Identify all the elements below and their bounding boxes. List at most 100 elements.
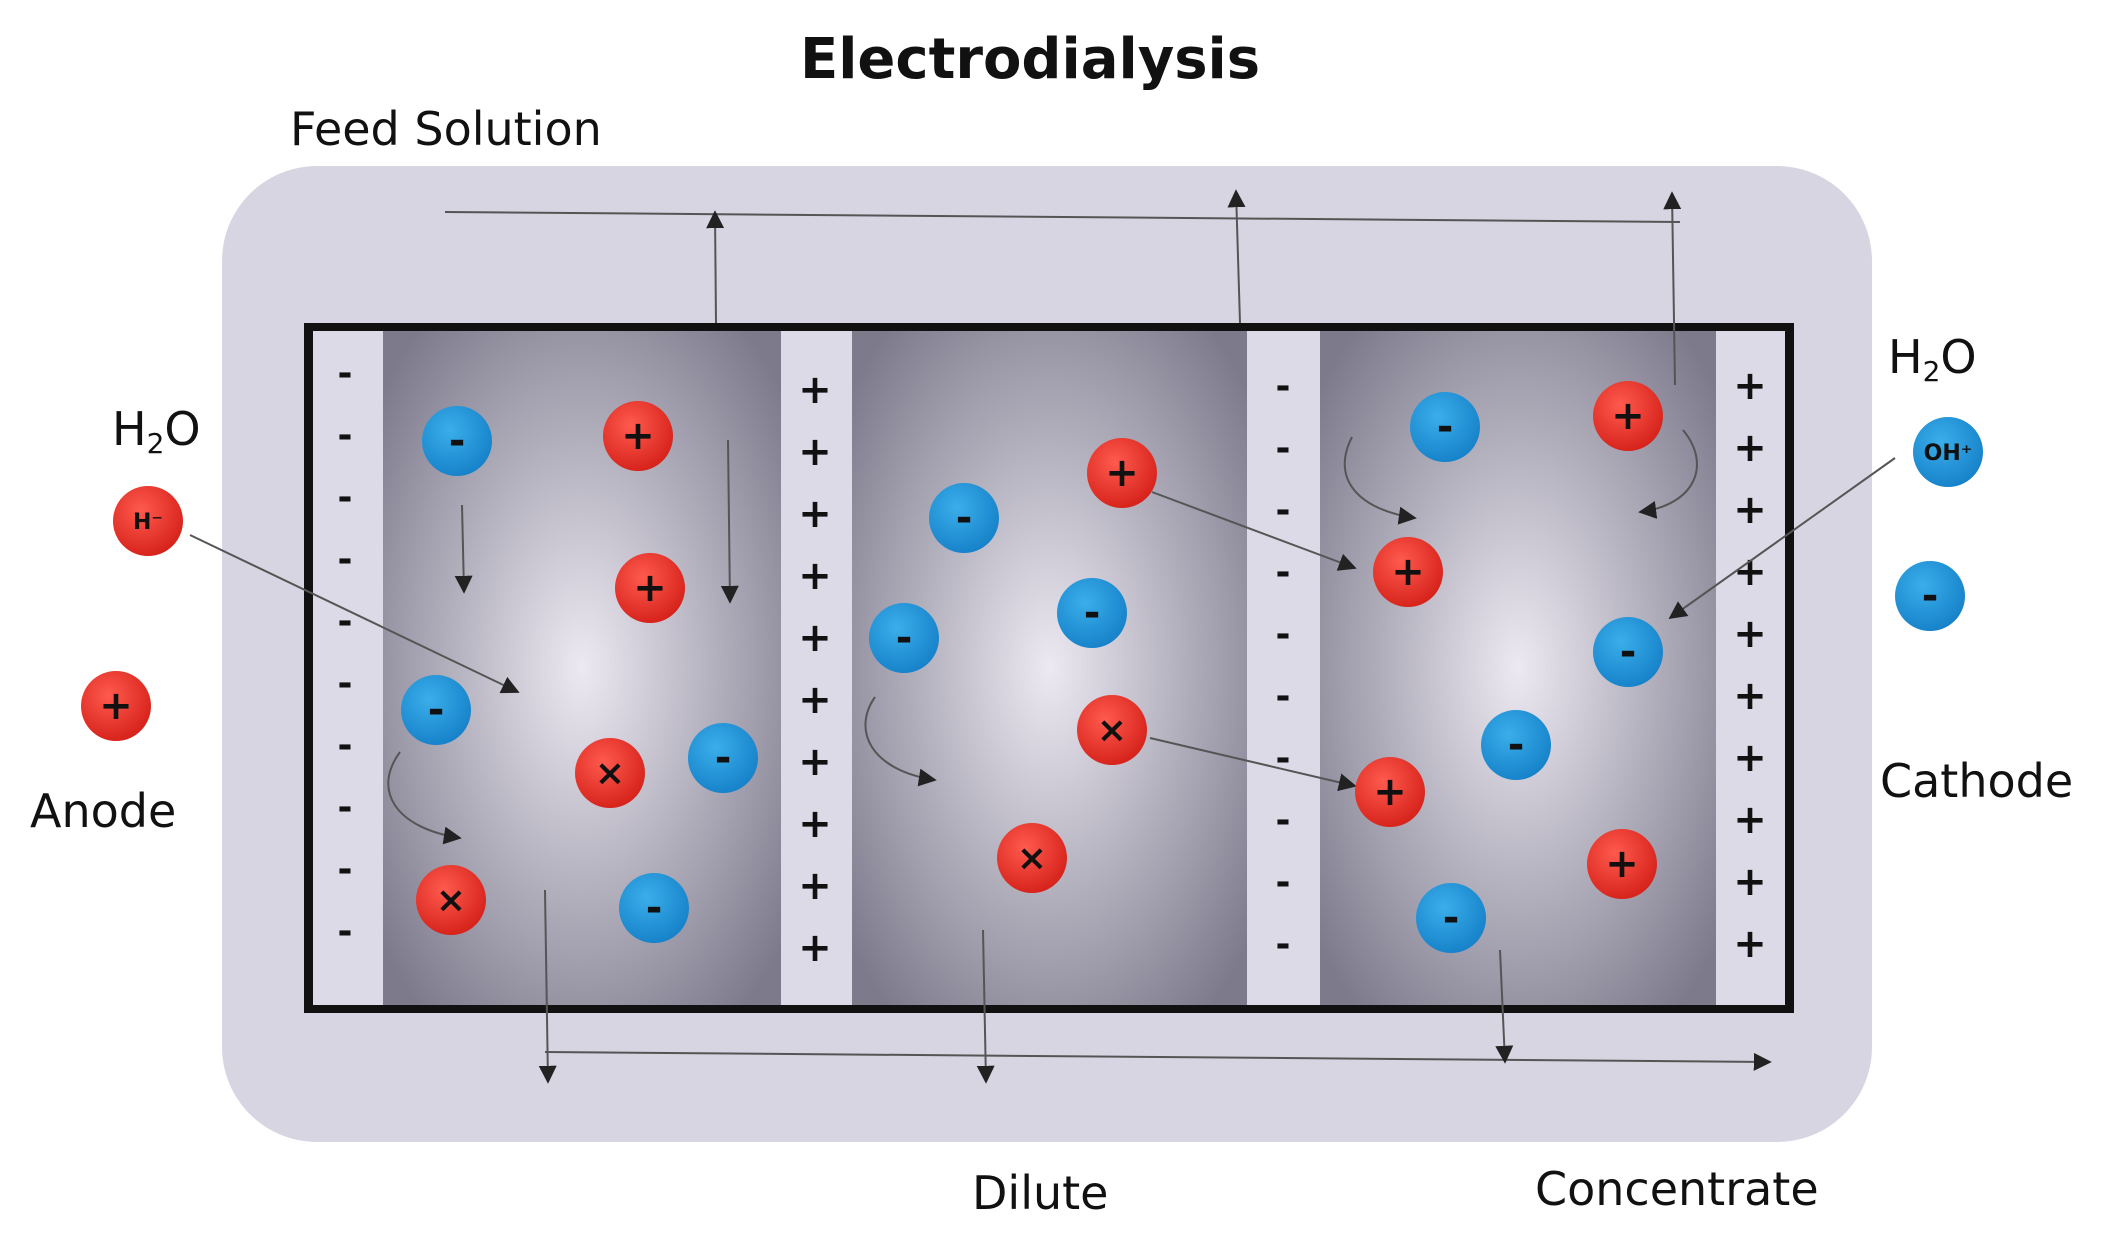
membrane-1-sign: - — [338, 353, 353, 394]
ion-anion: - — [401, 675, 471, 745]
dilute-label: Dilute — [972, 1166, 1109, 1220]
ion-symbol: × — [436, 880, 466, 921]
ion-circle — [929, 483, 999, 553]
ion-circle — [603, 401, 673, 471]
ion-cation: + — [1087, 438, 1157, 508]
ion-cation: + — [81, 671, 151, 741]
membrane-3-sign: - — [1276, 490, 1291, 531]
h2o-right-sub: 2 — [1922, 355, 1941, 388]
ion-other: × — [1077, 695, 1147, 765]
ion-anion: - — [1895, 561, 1965, 631]
ion-symbol: + — [1605, 841, 1639, 887]
h2o-left-label: H2O — [112, 406, 201, 458]
membrane-3-sign: - — [1276, 428, 1291, 469]
membrane-3-sign: - — [1276, 552, 1291, 593]
ion-symbol: - — [715, 735, 732, 781]
membrane-4 — [1716, 331, 1785, 1005]
ion-symbol: + — [1105, 450, 1139, 496]
membrane-2-sign: + — [798, 739, 832, 785]
ion-oh-plus: OH⁺ — [1913, 417, 1983, 487]
ion-symbol: - — [1508, 722, 1525, 768]
ion-circle — [619, 873, 689, 943]
membrane-4-sign: + — [1733, 921, 1767, 967]
membrane-1-sign: - — [338, 787, 353, 828]
membrane-1-sign: - — [338, 849, 353, 890]
ion-cation: + — [1373, 537, 1443, 607]
diagram-title: Electrodialysis — [799, 27, 1261, 92]
ion-circle — [1587, 829, 1657, 899]
ion-circle — [1410, 392, 1480, 462]
ion-symbol: OH⁺ — [1924, 441, 1973, 466]
membrane-3 — [1247, 331, 1320, 1005]
membrane-2-sign: + — [798, 863, 832, 909]
membrane-2 — [781, 331, 852, 1005]
membrane-3-sign: - — [1276, 614, 1291, 655]
ion-circle — [1593, 381, 1663, 451]
h2o-left-h: H — [112, 402, 147, 456]
ion-anion: - — [1057, 578, 1127, 648]
ion-cation: + — [1355, 757, 1425, 827]
feed-flow-lines — [444, 189, 1682, 386]
membrane-1-sign: - — [338, 477, 353, 518]
ion-symbol: + — [1373, 769, 1407, 815]
ion-circle — [997, 823, 1067, 893]
ion-circle — [1373, 537, 1443, 607]
h2o-right-o: O — [1940, 330, 1977, 384]
ion-symbol: × — [1097, 710, 1127, 751]
membrane-4-sign: + — [1733, 549, 1767, 595]
ion-circle — [81, 671, 151, 741]
ion-cation: + — [1587, 829, 1657, 899]
membrane-1-sign: - — [338, 539, 353, 580]
ion-symbol: - — [956, 495, 973, 541]
ion-anion: - — [929, 483, 999, 553]
ion-symbol: + — [99, 683, 133, 729]
ion-cation: + — [1593, 381, 1663, 451]
ion-circle — [1057, 578, 1127, 648]
ion-anion: - — [422, 406, 492, 476]
ion-circle — [113, 486, 183, 556]
ion-symbol: × — [595, 753, 625, 794]
ion-symbol: - — [1437, 404, 1454, 450]
ion-cation: + — [603, 401, 673, 471]
ion-symbol: + — [621, 413, 655, 459]
ion-symbol: - — [646, 885, 663, 931]
ion-motion-arrows — [189, 429, 1896, 845]
ions-layer: -++-×-×-+---××-++--++-H⁻+OH⁺- — [81, 381, 1983, 953]
ion-symbol: - — [428, 687, 445, 733]
ion-circle — [869, 603, 939, 673]
ion-symbol: - — [1922, 573, 1939, 619]
ion-circle — [615, 553, 685, 623]
membrane-2-sign: + — [798, 801, 832, 847]
membrane-3-sign: - — [1276, 924, 1291, 965]
ion-anion: - — [1481, 710, 1551, 780]
ion-circle — [1077, 695, 1147, 765]
membrane-3-sign: - — [1276, 738, 1291, 779]
membrane-2-sign: + — [798, 615, 832, 661]
ion-anion: - — [869, 603, 939, 673]
ion-anion: - — [1593, 617, 1663, 687]
ion-circle — [688, 723, 758, 793]
membrane-2-sign: + — [798, 491, 832, 537]
membrane-1-sign: - — [338, 415, 353, 456]
cathode-label: Cathode — [1880, 754, 2074, 808]
ion-symbol: + — [1391, 549, 1425, 595]
h2o-left-o: O — [164, 402, 201, 456]
concentrate-label: Concentrate — [1535, 1162, 1819, 1216]
membrane-3-sign: - — [1276, 676, 1291, 717]
anode-label: Anode — [30, 784, 177, 838]
membrane-3-sign: - — [1276, 800, 1291, 841]
ion-anion: - — [1410, 392, 1480, 462]
ion-circle — [575, 738, 645, 808]
membrane-4-sign: + — [1733, 611, 1767, 657]
ion-anion: - — [1416, 883, 1486, 953]
ion-circle — [1355, 757, 1425, 827]
ion-circle — [416, 865, 486, 935]
membrane-1 — [313, 331, 383, 1005]
membrane-4-sign: + — [1733, 797, 1767, 843]
ion-cation: + — [615, 553, 685, 623]
h2o-left-sub: 2 — [146, 427, 165, 460]
ion-symbol: H⁻ — [133, 510, 163, 535]
ion-symbol: × — [1017, 838, 1047, 879]
ion-symbol: - — [1084, 590, 1101, 636]
